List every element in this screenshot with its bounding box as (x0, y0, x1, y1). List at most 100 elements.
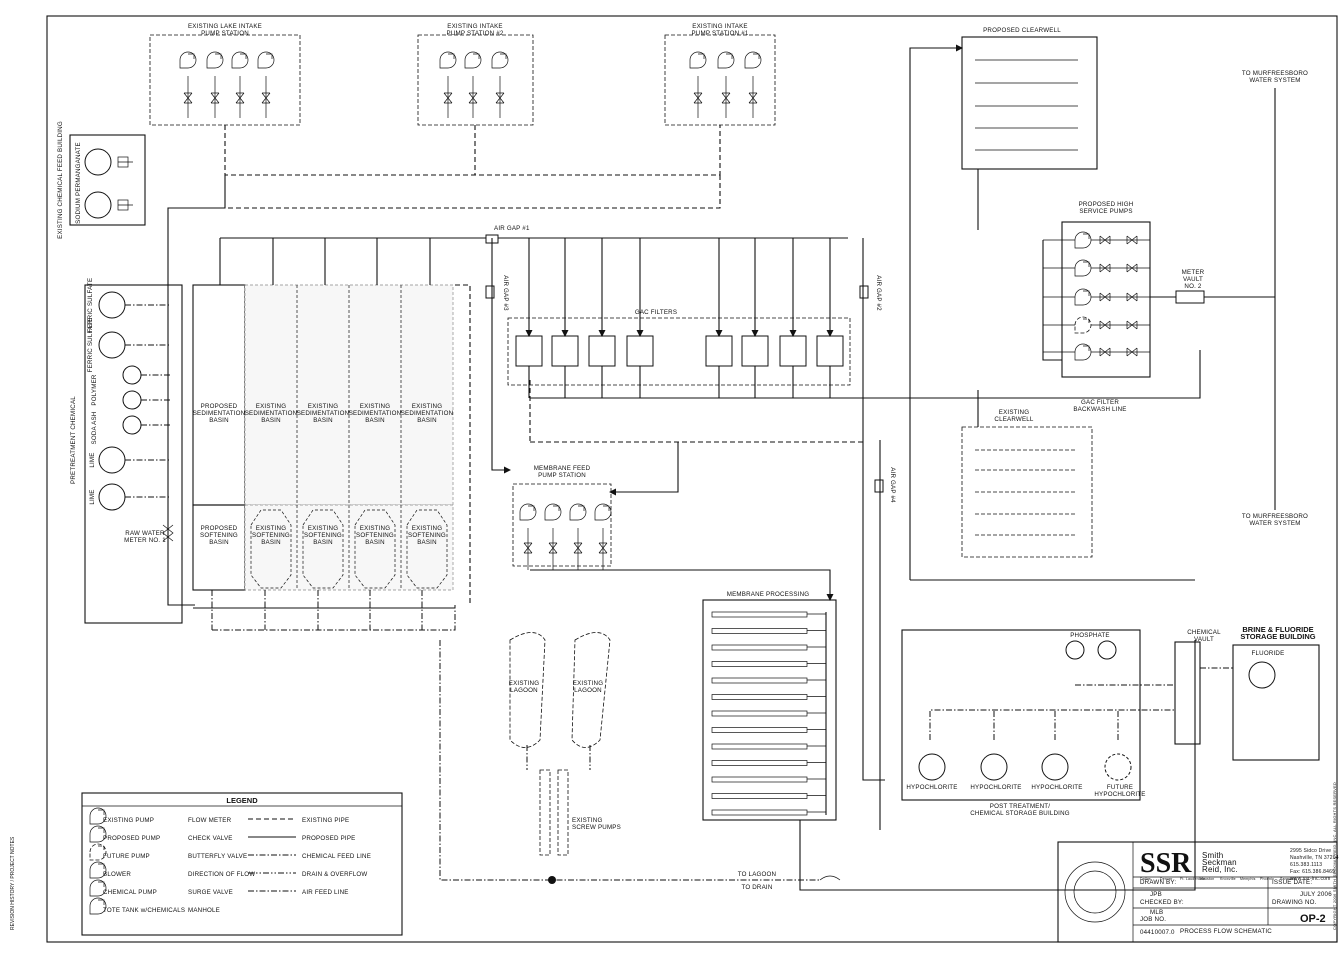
copyright: COPYRIGHT 2006 SMITH SECKMAN REID, INC. … (1332, 782, 1337, 930)
pump-icon (89, 807, 107, 825)
meter-vault-2-icon (1175, 290, 1205, 304)
membrane-processing-label: MEMBRANE PROCESSING (727, 591, 810, 598)
pump-icon (464, 51, 482, 69)
ssr-logo: SSR (1140, 848, 1192, 879)
legend-item: DRAIN & OVERFLOW (302, 871, 367, 878)
air-gap-2-label: AIR GAP #2 (875, 275, 882, 311)
pump-icon (1074, 288, 1092, 306)
valve-icon (1126, 263, 1138, 273)
drain-to-lagoon (439, 640, 820, 881)
membrane-rack (711, 727, 808, 733)
valve-icon (1126, 235, 1138, 245)
valve-icon (1126, 347, 1138, 357)
legend-item: BUTTERFLY VALVE (188, 853, 247, 860)
pump-icon (717, 51, 735, 69)
office-name: Ft. Lauderdale (1180, 877, 1205, 881)
hypo-1-label: HYPOCHLORITE (906, 784, 957, 791)
valve-icon (495, 92, 505, 104)
air-gap-4-label: AIR GAP #4 (889, 467, 896, 503)
raw-water-return (168, 175, 721, 209)
membrane-rack (711, 809, 808, 816)
office-name: Phoenix (1260, 877, 1274, 881)
permanganate-tank-1 (84, 148, 112, 176)
pump-icon (89, 843, 107, 861)
legend-item: FLOW METER (188, 817, 232, 824)
pump-icon (1074, 231, 1092, 249)
valve-icon (523, 542, 533, 554)
raw-water-collector (224, 125, 721, 176)
legend-item: BLOWER (103, 871, 131, 878)
proposed-clearwell-label: PROPOSED CLEARWELL (983, 27, 1061, 34)
membrane-rack (711, 793, 808, 799)
chem-feed-label: EXISTING CHEMICAL FEED BUILDING (57, 121, 64, 239)
valve-icon (1099, 320, 1111, 330)
checked-by-label: CHECKED BY: (1140, 899, 1184, 906)
valve-icon (1099, 347, 1111, 357)
valve-icon (573, 542, 583, 554)
legend: LEGEND (81, 792, 403, 936)
office-name: Houston (1200, 877, 1214, 881)
revision-notes: REVISION HISTORY / PROJECT NOTES (10, 836, 16, 930)
office-name: Dallas (1140, 877, 1151, 881)
post-treatment-label: POST TREATMENT/CHEMICAL STORAGE BUILDING (970, 803, 1070, 817)
clearwell-feed (909, 44, 963, 580)
membrane-racks (711, 611, 827, 816)
lime-label-2: LIME (89, 489, 96, 504)
checked-by: MLB (1150, 909, 1163, 916)
overflow-line (455, 284, 471, 605)
proposed-soft-basin (192, 504, 246, 591)
gac-filter-cell (515, 335, 543, 367)
sheet-title: PROCESS FLOW SCHEMATIC (1180, 928, 1272, 935)
pump-icon (89, 861, 107, 879)
valve-icon (721, 92, 731, 104)
to-drain-label: TO DRAIN (741, 884, 772, 891)
hypo-2-label: HYPOCHLORITE (970, 784, 1021, 791)
soda-ash-label: SODA ASH (91, 412, 98, 445)
legend-item: PROPOSED PUMP (103, 835, 160, 842)
legend-item: TOTE TANK w/CHEMICALS (103, 907, 185, 914)
valve-icon (443, 92, 453, 104)
membrane-processing: MEMBRANE PROCESSING (702, 591, 837, 821)
pump-icon (744, 51, 762, 69)
office-name: Sarasota (1280, 877, 1296, 881)
permanganate-tank-2 (84, 191, 112, 219)
pump-icon (89, 897, 107, 915)
air-gaps: AIR GAP #1 AIR GAP #3 AIR GAP #2 AIR GAP… (485, 225, 896, 503)
post-treatment-building: POST TREATMENT/CHEMICAL STORAGE BUILDING… (901, 629, 1175, 817)
phosphate-label: PHOSPHATE (1070, 632, 1110, 639)
raw-water-meter-icon (162, 524, 174, 542)
valve-icon (748, 92, 758, 104)
pump-icon (544, 503, 562, 521)
valve-icon (548, 542, 558, 554)
valve-icon (210, 92, 220, 104)
valve-icon (235, 92, 245, 104)
permeate-line (799, 640, 1196, 891)
membrane-rack (711, 644, 808, 651)
membrane-rack (711, 677, 808, 684)
pretreatment-chemical-building: PRETREATMENT CHEMICAL FERRIC SULFATE FER… (70, 278, 183, 624)
legend-item: CHECK VALVE (188, 835, 233, 842)
membrane-rack (711, 694, 808, 700)
pump-icon (569, 503, 587, 521)
membrane-rack (711, 611, 808, 618)
